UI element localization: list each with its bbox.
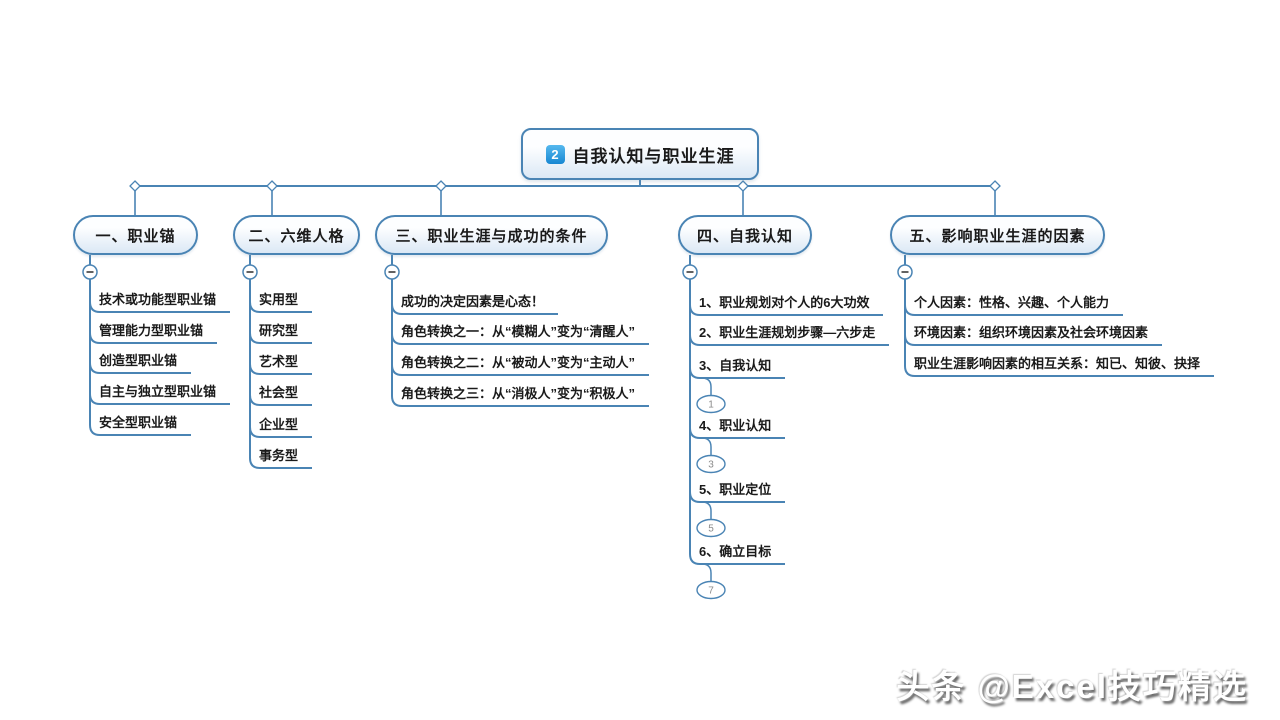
subtopic[interactable]: 技术或功能型职业锚: [99, 292, 217, 307]
root-topic[interactable]: 2 自我认知与职业生涯: [521, 128, 759, 180]
collapsed-count-label: 3: [708, 460, 714, 471]
collapsed-count-badge[interactable]: 1: [696, 394, 726, 414]
subtopic[interactable]: 事务型: [259, 448, 299, 463]
subtopic[interactable]: 6、确立目标: [699, 544, 772, 559]
subtopic[interactable]: 成功的决定因素是心态！: [401, 294, 545, 309]
collapsed-count-label: 7: [708, 586, 714, 597]
subtopic-underline: [89, 424, 191, 436]
subtopic[interactable]: 创造型职业锚: [99, 353, 178, 368]
subtopic[interactable]: 3、自我认知: [699, 358, 772, 373]
collapsed-branch-line: [701, 501, 712, 520]
subtopic[interactable]: 自主与独立型职业锚: [99, 384, 217, 399]
collapsed-count-badge[interactable]: 7: [696, 580, 726, 600]
branch-topic-5[interactable]: 五、影响职业生涯的因素: [890, 215, 1105, 255]
subtopic[interactable]: 5、职业定位: [699, 482, 772, 497]
subtopic[interactable]: 角色转换之二：从“被动人”变为“主动人”: [401, 355, 636, 370]
collapse-minus-button[interactable]: [897, 264, 913, 280]
subtopic-underline: [689, 334, 889, 346]
subtopic[interactable]: 社会型: [259, 385, 299, 400]
collapse-minus-button[interactable]: [242, 264, 258, 280]
branch-topic-2[interactable]: 二、六维人格: [233, 215, 360, 255]
subtopic-underline: [689, 304, 883, 316]
subtopic-underline: [249, 426, 312, 438]
subtopic[interactable]: 管理能力型职业锚: [99, 323, 204, 338]
diamond-junction-icon: [737, 180, 749, 192]
collapsed-count-label: 5: [708, 524, 714, 535]
collapsed-count-badge[interactable]: 3: [696, 454, 726, 474]
subtopic-underline: [391, 395, 649, 407]
subtopic-underline: [689, 491, 785, 503]
subtopic[interactable]: 企业型: [259, 417, 299, 432]
subtopic[interactable]: 实用型: [259, 292, 299, 307]
subtopic[interactable]: 个人因素：性格、兴趣、个人能力: [914, 295, 1110, 310]
subtopic-underline: [249, 332, 312, 344]
subtopic-underline: [904, 365, 1214, 377]
number-2-badge-icon: 2: [545, 144, 565, 164]
subtopic-underline: [89, 393, 230, 405]
subtopic-underline: [89, 332, 217, 344]
diamond-junction-icon: [989, 180, 1001, 192]
collapsed-count-label: 1: [708, 400, 714, 411]
subtopic[interactable]: 环境因素：组织环境因素及社会环境因素: [914, 325, 1149, 340]
collapse-minus-button[interactable]: [682, 264, 698, 280]
subtopic-underline: [89, 301, 230, 313]
branch-topic-3[interactable]: 三、职业生涯与成功的条件: [375, 215, 608, 255]
collapsed-branch-line: [701, 563, 712, 582]
subtopic[interactable]: 研究型: [259, 323, 299, 338]
branch-topic-1[interactable]: 一、职业锚: [73, 215, 198, 255]
subtopic-underline: [249, 457, 312, 469]
diamond-junction-icon: [266, 180, 278, 192]
root-topic-title: 自我认知与职业生涯: [572, 146, 735, 166]
collapse-minus-button[interactable]: [82, 264, 98, 280]
branch-topic-4[interactable]: 四、自我认知: [678, 215, 812, 255]
subtopic-underline: [689, 367, 785, 379]
subtopic-underline: [249, 363, 312, 375]
subtopic-underline: [689, 427, 785, 439]
subtopic[interactable]: 职业生涯影响因素的相互关系：知已、知彼、抉择: [914, 356, 1201, 371]
subtopic-underline: [249, 301, 312, 313]
subtopic[interactable]: 角色转换之三：从“消极人”变为“积极人”: [401, 386, 636, 401]
collapsed-branch-line: [701, 377, 712, 396]
subtopic[interactable]: 艺术型: [259, 354, 299, 369]
subtopic[interactable]: 4、职业认知: [699, 418, 772, 433]
subtopic[interactable]: 角色转换之一：从“模糊人”变为“清醒人”: [401, 324, 636, 339]
subtopic[interactable]: 2、职业生涯规划步骤—六步走: [699, 325, 876, 340]
collapsed-count-badge[interactable]: 5: [696, 518, 726, 538]
subtopic-underline: [391, 303, 558, 315]
subtopic-underline: [89, 362, 191, 374]
subtopic-underline: [689, 553, 785, 565]
subtopic[interactable]: 安全型职业锚: [99, 415, 178, 430]
collapsed-branch-line: [701, 437, 712, 456]
subtopic-underline: [904, 304, 1123, 316]
diamond-junction-icon: [129, 180, 141, 192]
collapse-minus-button[interactable]: [384, 264, 400, 280]
subtopic[interactable]: 1、职业规划对个人的6大功效: [699, 295, 870, 310]
subtopic-underline: [391, 333, 649, 345]
subtopic-underline: [391, 364, 649, 376]
subtopic-underline: [249, 394, 312, 406]
subtopic-underline: [904, 334, 1162, 346]
watermark: 头条 @Excel技巧精选: [896, 668, 1248, 705]
diamond-junction-icon: [435, 180, 447, 192]
